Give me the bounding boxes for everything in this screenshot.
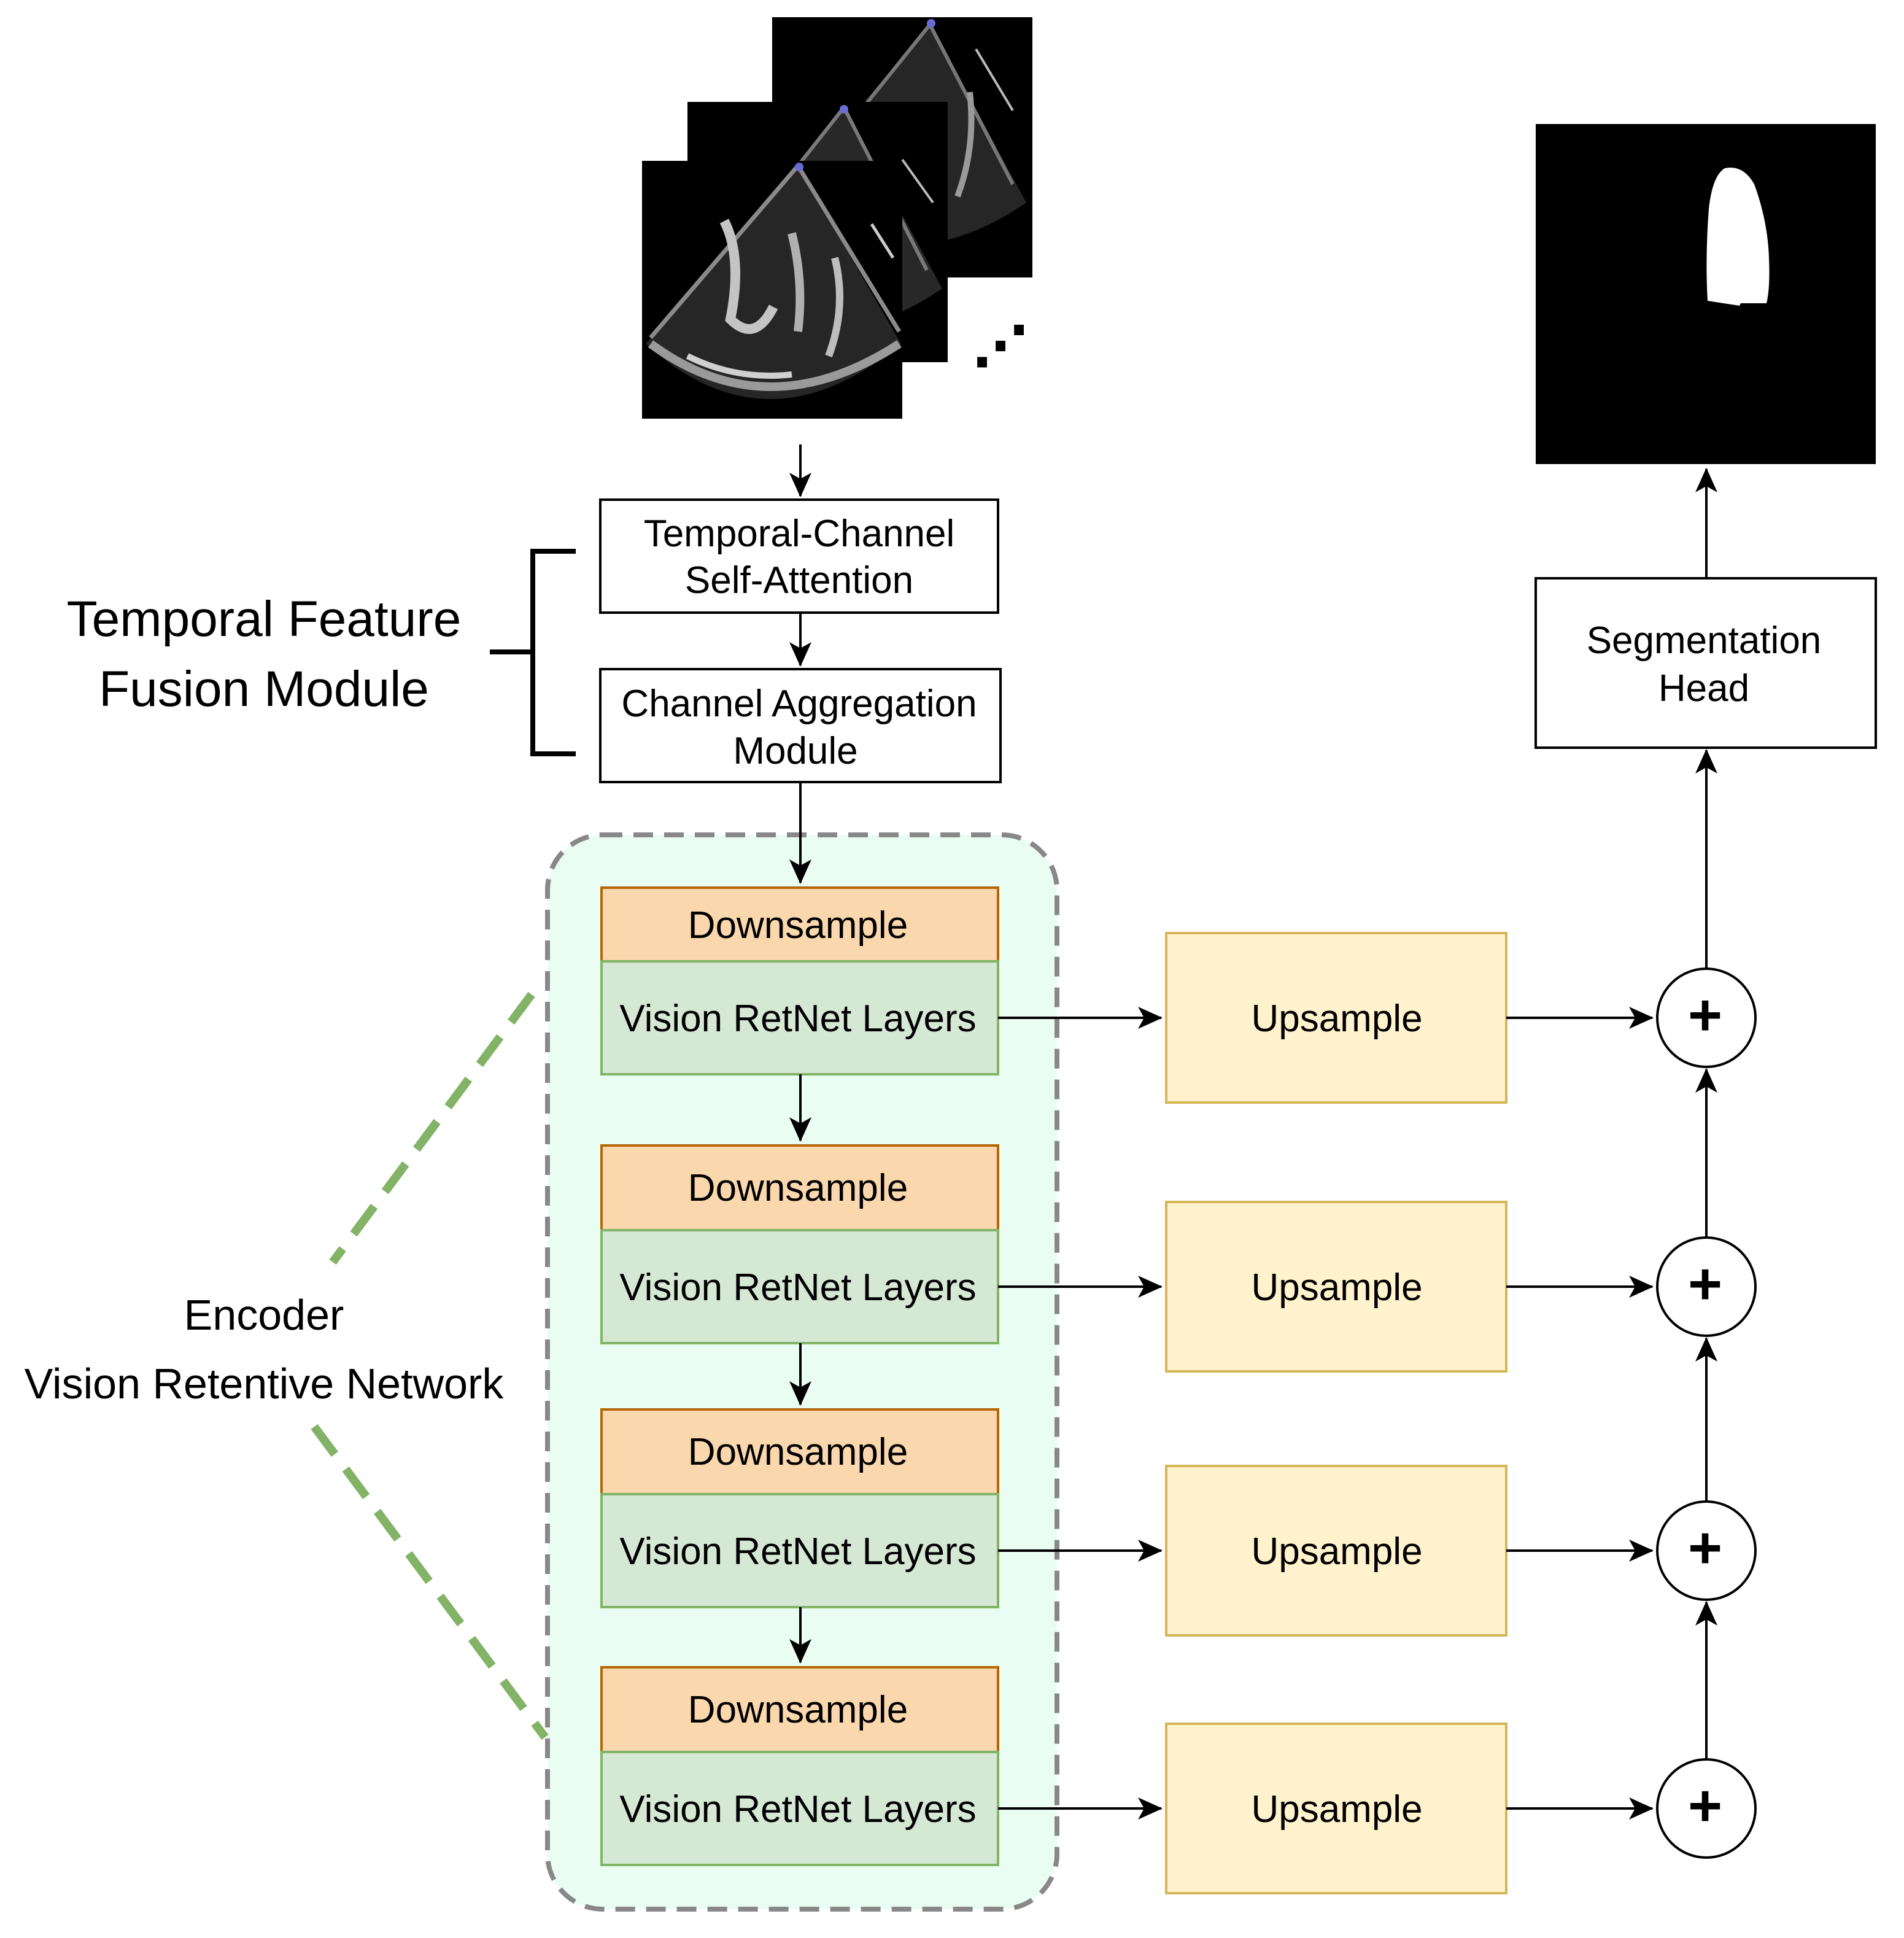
encoder-label-line2: Vision Retentive Network <box>25 1360 505 1408</box>
upsample-block <box>1165 1465 1507 1637</box>
encoder-stage-2: Downsample Vision RetNet Layers Upsample… <box>600 1144 1757 1373</box>
output-segmentation-mask <box>1536 124 1876 464</box>
downsample-block <box>600 1666 999 1753</box>
encoder-stage-1: Downsample Vision RetNet Layers Upsample… <box>600 886 1757 1104</box>
segmentation-head-label-line2: Head <box>1658 667 1749 710</box>
downsample-block <box>600 1408 999 1495</box>
merge-plus-sign: + <box>1688 1773 1722 1839</box>
merge-plus-sign: + <box>1688 982 1722 1048</box>
aggregation-label-line1: Channel Aggregation <box>621 683 977 725</box>
upsample-label: Upsample <box>1251 1530 1422 1573</box>
downsample-block <box>600 1144 999 1231</box>
encoder-container <box>545 832 1059 1912</box>
aggregation-label-line2: Module <box>733 730 857 772</box>
downsample-label: Downsample <box>688 904 908 947</box>
temporal-fusion-module: Temporal-Channel Self-Attention Channel … <box>67 498 1002 783</box>
encoder-region: Encoder Vision Retentive Network <box>25 832 1059 1912</box>
upsample-block <box>1165 932 1507 1104</box>
encoder-connector-lower <box>311 1424 549 1740</box>
input-echo-frames: ⋰ <box>642 17 1032 419</box>
channel-aggregation-box: Channel Aggregation Module <box>599 668 1002 783</box>
more-frames-indicator: ⋰ <box>973 316 1028 378</box>
fusion-module-bracket <box>490 549 576 756</box>
merge-plus-sign: + <box>1688 1251 1722 1317</box>
downsample-block <box>600 886 999 963</box>
upsample-label: Upsample <box>1251 998 1422 1040</box>
retnet-layers-label: Vision RetNet Layers <box>619 998 976 1040</box>
echo-frame-front <box>642 161 902 419</box>
encoder-stage-4: Downsample Vision RetNet Layers Upsample… <box>600 1666 1757 1894</box>
upsample-block <box>1165 1201 1507 1373</box>
temporal-channel-attention-box: Temporal-Channel Self-Attention <box>599 498 999 614</box>
retnet-layers-block <box>600 960 999 1076</box>
retnet-layers-label: Vision RetNet Layers <box>619 1788 976 1831</box>
retnet-layers-block <box>600 1751 999 1866</box>
retnet-layers-label: Vision RetNet Layers <box>619 1266 976 1309</box>
attention-label-line1: Temporal-Channel <box>644 513 955 555</box>
upsample-block <box>1165 1723 1507 1894</box>
attention-label-line2: Self-Attention <box>685 559 913 602</box>
upsample-label: Upsample <box>1251 1266 1422 1309</box>
downsample-label: Downsample <box>688 1167 908 1209</box>
upsample-label: Upsample <box>1251 1788 1422 1831</box>
encoder-stage-3: Downsample Vision RetNet Layers Upsample… <box>600 1408 1757 1637</box>
encoder-connector-upper <box>329 991 535 1265</box>
merge-plus-sign: + <box>1688 1515 1722 1581</box>
downsample-label: Downsample <box>688 1689 908 1731</box>
segmentation-head-box: Segmentation Head <box>1534 577 1877 749</box>
encoder-label-line1: Encoder <box>184 1291 344 1339</box>
downsample-label: Downsample <box>688 1431 908 1473</box>
fusion-module-label-line2: Fusion Module <box>99 661 429 717</box>
retnet-layers-block <box>600 1493 999 1608</box>
retnet-layers-label: Vision RetNet Layers <box>619 1530 976 1573</box>
fusion-module-label-line1: Temporal Feature <box>67 591 462 647</box>
segmentation-head-label-line1: Segmentation <box>1587 619 1822 662</box>
